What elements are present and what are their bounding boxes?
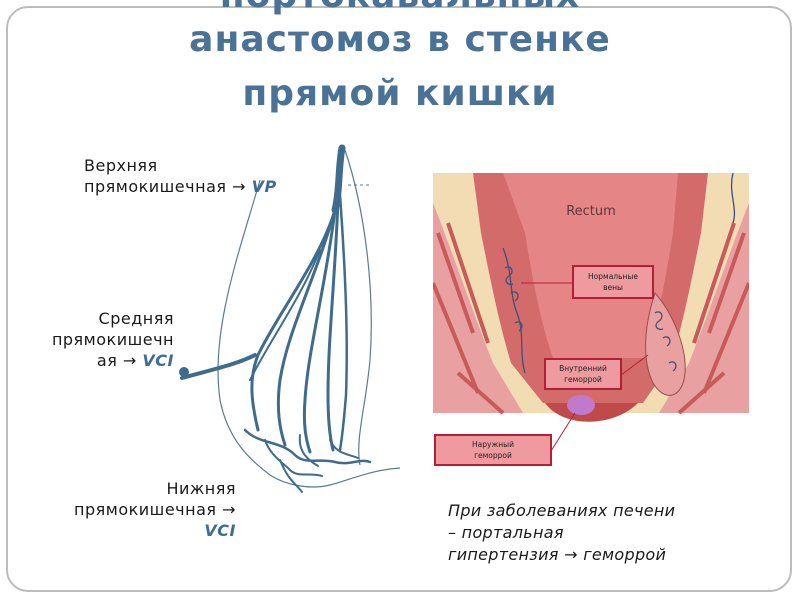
clinical-note-line-1: При заболеваниях печени xyxy=(448,501,676,520)
right-muscle-wall xyxy=(659,203,749,413)
slide-title-line-3: прямой кишки xyxy=(242,73,558,114)
normal-veins-line-2: вены xyxy=(603,283,623,292)
internal-hemorrhoid-pointer xyxy=(620,354,649,376)
anal-canal-outline xyxy=(269,467,401,488)
clinical-note-line-2: – портальная xyxy=(448,523,564,542)
superior-branch-4 xyxy=(326,198,340,452)
label-middle-rectal: Средняя прямокишечн ая → VCI xyxy=(26,308,174,371)
normal-veins-callout xyxy=(572,265,654,299)
superior-branch-2 xyxy=(276,208,337,447)
label-lower-vein: VCI xyxy=(204,521,236,540)
label-middle-line-1: Средняя xyxy=(98,309,174,328)
slide-title-line-1: портокавальных xyxy=(0,0,800,18)
right-vein-cluster xyxy=(654,311,677,372)
superior-rectal-vein xyxy=(331,144,346,214)
internal-hemorrhoid-line-1: Внутренний xyxy=(559,364,607,373)
hemorrhoid-anatomy-illustration: Rectum Нормальные вены Внутренний геморр… xyxy=(433,173,749,470)
clinical-note-line-3: гипертензия → геморрой xyxy=(448,545,667,564)
right-muscle-stripes xyxy=(677,222,749,415)
internal-hemorrhoid-callout xyxy=(544,358,622,390)
rectal-veins-drawing xyxy=(179,144,401,493)
middle-rectal-vein-end xyxy=(179,367,189,377)
label-upper-text: прямокишечная → xyxy=(84,177,246,196)
superior-branch-5 xyxy=(338,193,348,452)
label-upper-rectal: Верхняя прямокишечная → VP xyxy=(84,155,277,197)
label-upper-line-1: Верхняя xyxy=(84,156,158,175)
label-middle-line-2: прямокишечн xyxy=(51,330,174,349)
label-upper-vein: VP xyxy=(251,177,277,196)
left-vein-cluster xyxy=(504,266,523,332)
external-hemorrhoid-pointer xyxy=(550,412,576,452)
normal-veins-line-1: Нормальные xyxy=(588,272,638,281)
venous-plexus-2 xyxy=(264,439,323,477)
clinical-note: При заболеваниях печени – портальная гип… xyxy=(448,500,748,566)
superior-branch-6 xyxy=(249,249,321,381)
venous-plexus-1 xyxy=(243,428,372,465)
venous-plexus-5 xyxy=(279,459,303,493)
label-middle-vein: VCI xyxy=(142,351,174,370)
rectum-outline-right xyxy=(344,149,372,466)
left-muscle-wall xyxy=(433,203,523,413)
superior-branch-1 xyxy=(250,208,337,432)
top-right-vein xyxy=(730,173,736,224)
internal-hemorrhoid-line-2: геморрой xyxy=(564,375,602,384)
left-vein-plexus xyxy=(502,247,526,374)
rectum-outline-left xyxy=(217,179,271,476)
venous-plexus-3 xyxy=(298,434,319,467)
left-muscle-stripes xyxy=(433,222,505,415)
label-middle-line-3: ая → VCI xyxy=(26,350,174,371)
rectum-label: Rectum xyxy=(566,204,616,219)
venous-plexus-4 xyxy=(329,439,359,459)
label-lower-rectal: Нижняя прямокишечная → VCI xyxy=(36,478,236,541)
label-upper-line-2: прямокишечная → VP xyxy=(84,176,277,197)
external-hemorrhoid-line-1: Наружный xyxy=(472,440,514,449)
label-lower-line-2: прямокишечная → xyxy=(74,500,236,519)
external-hemorrhoid-callout xyxy=(434,434,552,466)
label-middle-text: ая → xyxy=(96,351,137,370)
external-hemorrhoid-line-2: геморрой xyxy=(474,451,512,460)
slide-title-line-2: анастомоз в стенке xyxy=(189,19,611,60)
middle-rectal-vein xyxy=(180,353,257,380)
superior-branch-3 xyxy=(302,208,337,454)
label-lower-line-1: Нижняя xyxy=(166,479,236,498)
external-hemorrhoid xyxy=(567,395,595,415)
